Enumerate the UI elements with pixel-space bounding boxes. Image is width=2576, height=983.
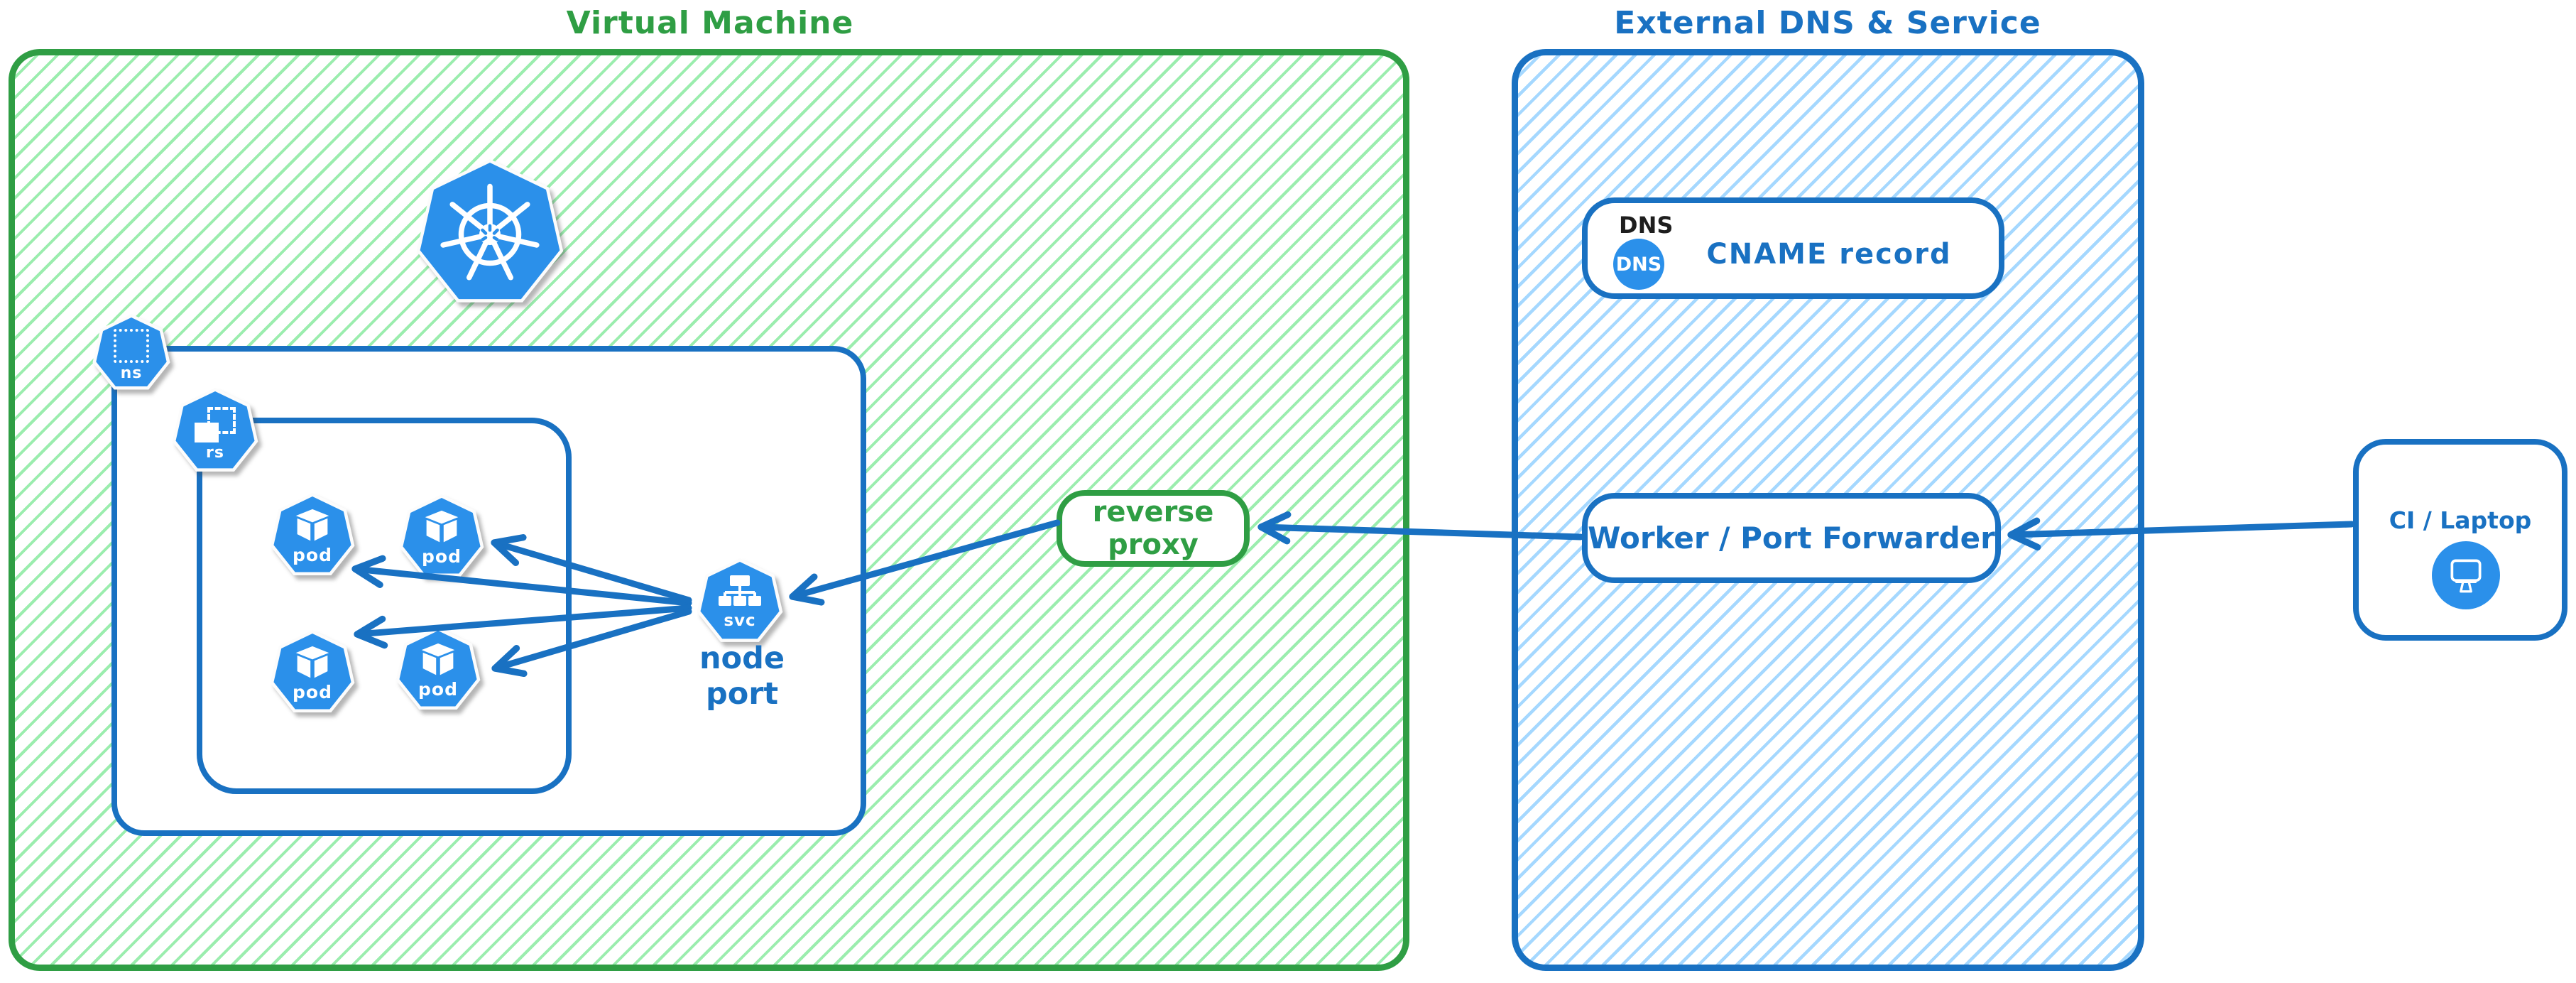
pod-icon: pod — [395, 627, 481, 714]
dns-record-box: DNS DNS CNAME record — [1582, 197, 2004, 299]
pod-icon-label: pod — [293, 545, 332, 565]
cube-glyph — [295, 509, 329, 541]
pod-icon-label: pod — [422, 546, 462, 567]
service-icon-label: svc — [724, 612, 756, 630]
kubernetes-logo-icon — [415, 159, 565, 310]
pod-icon: pod — [269, 630, 356, 717]
dotted-square-glyph — [114, 329, 149, 363]
reverse-proxy-box: reverse proxy — [1057, 490, 1250, 567]
worker-label: Worker / Port Forwarder — [1588, 521, 1995, 555]
pod-icon: pod — [269, 493, 356, 580]
replicaset-glyph — [195, 407, 236, 442]
service-tree-glyph — [719, 575, 761, 606]
monitor-glyph — [2450, 559, 2482, 593]
reverse-proxy-label: reverse proxy — [1092, 496, 1214, 561]
service-icon: svc — [696, 558, 784, 646]
pod-icon: pod — [398, 494, 485, 581]
replicaset-icon: rs — [171, 388, 259, 476]
dns-badge-icon: DNS — [1613, 239, 1664, 290]
worker-box: Worker / Port Forwarder — [1582, 493, 2001, 583]
dns-tag-label: DNS — [1619, 212, 1674, 239]
ci-laptop-label: CI / Laptop — [2389, 506, 2532, 534]
cube-glyph — [421, 643, 455, 675]
dns-badge-label: DNS — [1615, 253, 1662, 276]
external-region-title: External DNS & Service — [1614, 5, 2041, 41]
pod-icon-label: pod — [293, 682, 332, 702]
cube-glyph — [425, 510, 459, 543]
replicaset-icon-label: rs — [206, 444, 224, 462]
pod-icon-label: pod — [418, 679, 458, 700]
kubernetes-wheel-glyph — [440, 183, 540, 281]
ci-laptop-box: CI / Laptop — [2353, 439, 2567, 641]
vm-region-title: Virtual Machine — [566, 5, 854, 41]
monitor-icon — [2432, 541, 2500, 609]
cube-glyph — [295, 646, 329, 678]
node-port-label: node port — [699, 641, 785, 712]
namespace-icon-label: ns — [120, 364, 143, 382]
namespace-icon: ns — [92, 314, 171, 393]
cname-record-label: CNAME record — [1706, 238, 1952, 271]
